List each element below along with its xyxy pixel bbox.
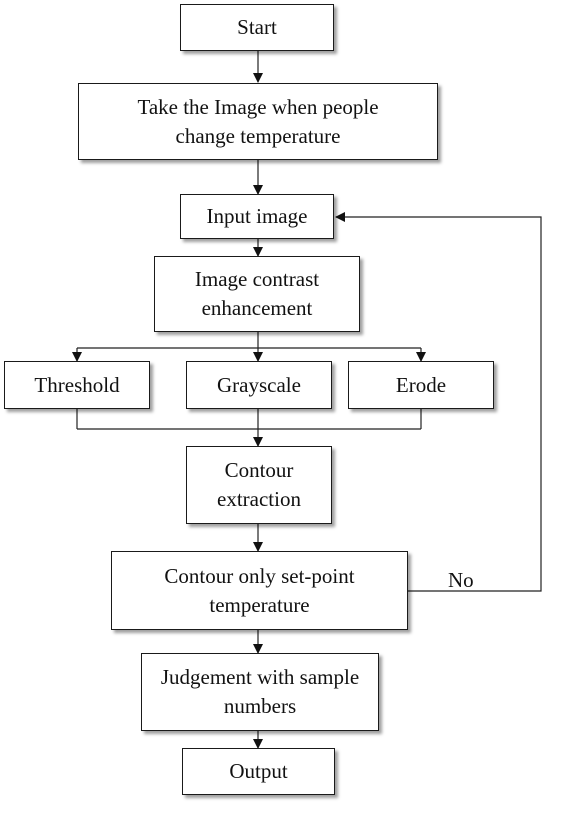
node-contour-setpoint-label: Contour only set-point temperature xyxy=(164,563,355,617)
node-threshold-label: Threshold xyxy=(34,372,120,397)
node-threshold: Threshold xyxy=(4,361,150,409)
node-grayscale: Grayscale xyxy=(186,361,332,409)
node-output-label: Output xyxy=(229,759,288,783)
node-start-label: Start xyxy=(237,15,277,39)
node-input-image-label: Input image xyxy=(206,204,308,228)
node-contrast-enhancement: Image contrast enhancement xyxy=(154,256,360,332)
node-contour-extraction: Contour extraction xyxy=(186,446,332,524)
loop-back-no-arrow xyxy=(335,212,542,592)
node-start: Start xyxy=(180,4,334,51)
node-input-image: Input image xyxy=(180,194,334,239)
node-take-image-label: Take the Image when people change temper… xyxy=(137,94,379,148)
node-judgement: Judgement with sample numbers xyxy=(141,653,379,731)
node-judgement-label: Judgement with sample numbers xyxy=(160,665,360,718)
edge-label-no: No xyxy=(448,568,474,592)
node-output: Output xyxy=(182,748,335,795)
node-contour-extraction-label: Contour extraction xyxy=(217,458,301,511)
node-take-image: Take the Image when people change temper… xyxy=(78,83,438,160)
node-contrast-enhancement-label: Image contrast enhancement xyxy=(194,267,320,320)
node-erode: Erode xyxy=(348,361,494,409)
node-grayscale-label: Grayscale xyxy=(217,372,301,397)
node-contour-setpoint: Contour only set-point temperature xyxy=(111,551,408,630)
node-erode-label: Erode xyxy=(395,372,447,397)
